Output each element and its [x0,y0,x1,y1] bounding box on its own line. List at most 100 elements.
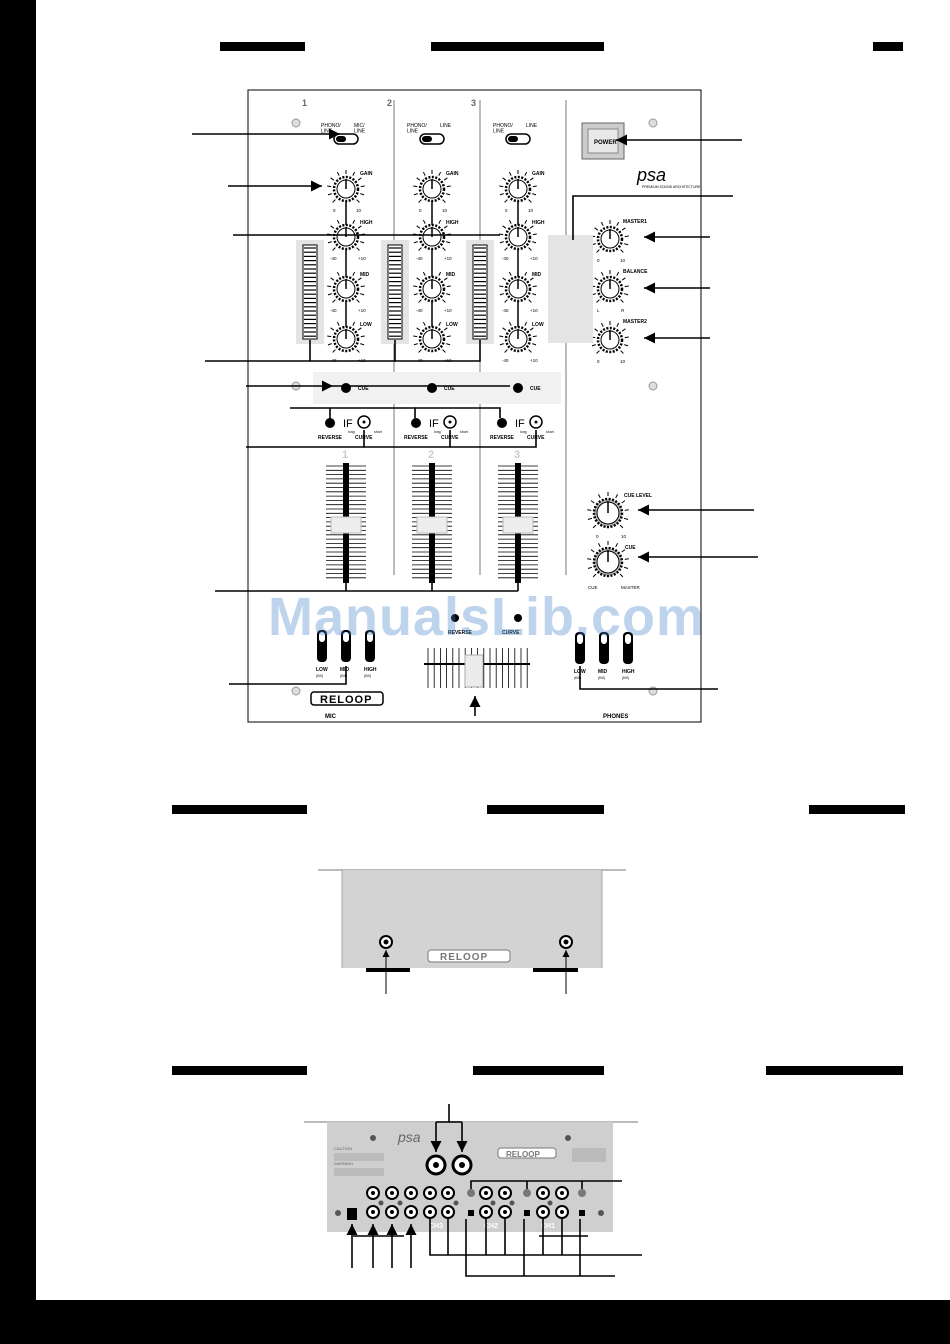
kill-sublabel-left: (Kill) [316,674,323,678]
kill-switch-right-low[interactable] [575,632,585,664]
mid-label-ch1: MID [360,272,370,278]
level-meter-ch3 [466,240,494,344]
mid-eq-knob-ch2[interactable] [413,270,451,303]
cue-level-label: CUE LEVEL [624,493,652,499]
channel-fader-ch3[interactable] [498,463,538,583]
heading-bar-mid-2 [487,805,604,814]
rca-jack-top-rec-1[interactable] [385,1186,399,1200]
input-switch-ch3[interactable] [505,133,531,145]
gain-scale-min: 0 [333,208,336,213]
heading-bar-mid-3 [809,805,905,814]
input-switch-label-left: PHONO/LINE [407,123,427,135]
low-eq-knob-ch2[interactable] [413,320,451,353]
phono-line-switch-3[interactable] [579,1210,585,1216]
input-switch-ch1[interactable] [333,133,359,145]
if-mark-ch1: IF [343,418,353,430]
rca-jack-top-ch3-3[interactable] [423,1186,437,1200]
eq-scale-min: -40 [416,256,423,261]
rca-jack-bottom-ch3-4[interactable] [441,1205,455,1219]
reverse-button-ch1[interactable] [325,418,335,428]
balance-knob[interactable] [591,270,629,303]
high-label-ch2: HIGH [446,220,459,226]
balance-scale-l: L [597,308,600,313]
balance-scale-r: R [621,308,625,313]
gain-knob-ch2[interactable] [413,170,451,203]
rca-jack-top-ch1-7[interactable] [536,1186,550,1200]
input-switch-ch2[interactable] [419,133,445,145]
master1-knob[interactable] [591,220,629,253]
input-switch-label-left: PHONO/LINE [493,123,513,135]
gain-label-ch2: GAIN [446,171,459,177]
rca-jack-bottom-ch1-7[interactable] [536,1205,550,1219]
crossfader-reverse-button[interactable] [451,614,459,622]
cue-button-ch2[interactable] [427,383,437,393]
cue-label-ch1: CUE [358,386,369,392]
watermark: ManualsLib.com [268,587,706,647]
phono-line-switch-2[interactable] [524,1210,530,1216]
rca-jack-bottom-rec-0[interactable] [366,1205,380,1219]
rca-jack-top-ch1-8[interactable] [555,1186,569,1200]
reverse-button-ch2[interactable] [411,418,421,428]
rca-jack-bottom-ch3-3[interactable] [423,1205,437,1219]
phono-line-switch-1[interactable] [468,1210,474,1216]
crossfader[interactable] [424,648,530,688]
cue-mix-knob[interactable] [587,541,629,578]
kill-sublabel-left: (Kill) [364,674,371,678]
eq-scale-min: -40 [330,308,337,313]
rca-jack-bottom-ch2-5[interactable] [479,1205,493,1219]
low-label-ch1: LOW [360,322,372,328]
low-eq-knob-ch3[interactable] [499,320,537,353]
rca-jack-top-rec-2[interactable] [404,1186,418,1200]
eq-scale-max: +10 [358,308,366,313]
rca-jack-top-rec-0[interactable] [366,1186,380,1200]
mid-eq-knob-ch3[interactable] [499,270,537,303]
cue-level-knob[interactable] [587,492,629,529]
svg-text:RELOOP: RELOOP [506,1150,540,1159]
eq-scale-min: -40 [502,256,509,261]
kill-switch-left-high[interactable] [365,630,375,662]
cue-button-ch1[interactable] [341,383,351,393]
gain-label-ch3: GAIN [532,171,545,177]
rca-jack-top-ch2-5[interactable] [479,1186,493,1200]
eq-scale-max: +10 [530,256,538,261]
master2-scale-max: 10 [620,359,626,364]
curve-scale-long: long [434,430,441,434]
rca-jack-top-ch2-6[interactable] [498,1186,512,1200]
kill-switch-right-mid[interactable] [599,632,609,664]
master2-knob[interactable] [591,321,629,354]
low-eq-knob-ch1[interactable] [327,320,365,353]
rca-jack-bottom-ch2-6[interactable] [498,1205,512,1219]
gain-label-ch1: GAIN [360,171,373,177]
callout-lines [192,128,758,716]
power-button[interactable]: POWER [581,122,625,160]
kill-switch-left-low[interactable] [317,630,327,662]
eq-scale-max: +10 [530,308,538,313]
cue-mix-label: CUE [625,545,636,551]
kill-label-left: HIGH [364,667,377,673]
ground-terminal-1[interactable] [467,1189,475,1197]
cue-button-ch3[interactable] [513,383,523,393]
phones-label: PHONES [603,714,628,720]
cue-label-ch3: CUE [530,386,541,392]
ground-terminal-2[interactable] [523,1189,531,1197]
eq-scale-min: -40 [416,308,423,313]
low-label-ch3: LOW [532,322,544,328]
psa-logo: psa [636,165,666,185]
ground-terminal-3[interactable] [578,1189,586,1197]
rca-jack-top-ch3-4[interactable] [441,1186,455,1200]
rca-jack-bottom-rec-1[interactable] [385,1205,399,1219]
channel-fader-ch1[interactable] [326,463,366,583]
heading-bar-bot-2 [473,1066,604,1075]
channel-fader-ch2[interactable] [412,463,452,583]
rca-jack-bottom-rec-2[interactable] [404,1205,418,1219]
reverse-button-ch3[interactable] [497,418,507,428]
rca-jack-bottom-ch1-8[interactable] [555,1205,569,1219]
kill-switch-right-high[interactable] [623,632,633,664]
crossfader-curve-button[interactable] [514,614,522,622]
high-eq-knob-ch3[interactable] [499,218,537,251]
kill-switch-left-mid[interactable] [341,630,351,662]
kill-sublabel-right: (Kill) [598,676,605,680]
master1-scale-max: 10 [620,258,626,263]
psa-logo-sub: PREMIUM SOUND ARCHITECTURE [642,185,701,189]
power-socket[interactable] [347,1208,357,1220]
